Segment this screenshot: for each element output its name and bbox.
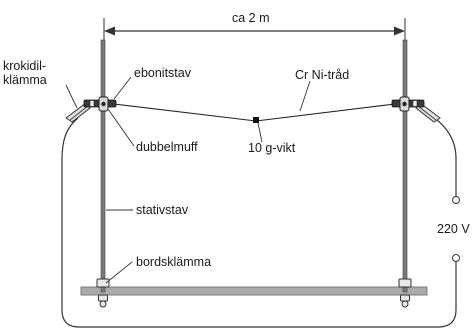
double-clamp-label: dubbelmuff xyxy=(136,140,198,154)
table-clamp-right xyxy=(398,278,412,308)
stand-rod-right xyxy=(402,39,408,293)
distance-dimension xyxy=(103,18,406,43)
terminal-top xyxy=(452,196,460,204)
distance-label: ca 2 m xyxy=(232,11,270,25)
table-clamp-left xyxy=(96,278,110,308)
crocodile-clip-right xyxy=(415,102,441,123)
stand-rod-left xyxy=(100,39,106,293)
circuit-wire xyxy=(61,117,457,328)
arrow-right-icon xyxy=(394,26,405,36)
stand-rod-label: stativstav xyxy=(136,203,189,217)
stand-rods xyxy=(100,39,408,293)
leader-lines xyxy=(65,76,311,284)
left-clamp-assembly xyxy=(65,96,117,123)
wire-label: Cr Ni-tråd xyxy=(295,68,350,82)
table-board xyxy=(80,286,428,296)
terminal-bottom xyxy=(452,254,460,262)
crocodile-clip-label: krokidil- klämma xyxy=(3,59,47,87)
arrow-left-icon xyxy=(104,26,115,36)
ebonite-rod-label: ebonitstav xyxy=(134,66,191,80)
right-clamp-assembly xyxy=(391,96,441,123)
crocodile-clip-left xyxy=(65,102,91,123)
circuit-wire-top xyxy=(431,115,457,196)
weight-label: 10 g-vikt xyxy=(248,141,296,155)
table-clamp-label: bordsklämma xyxy=(136,255,212,269)
weight-mass xyxy=(253,117,259,123)
voltage-label: 220 V xyxy=(437,222,470,236)
